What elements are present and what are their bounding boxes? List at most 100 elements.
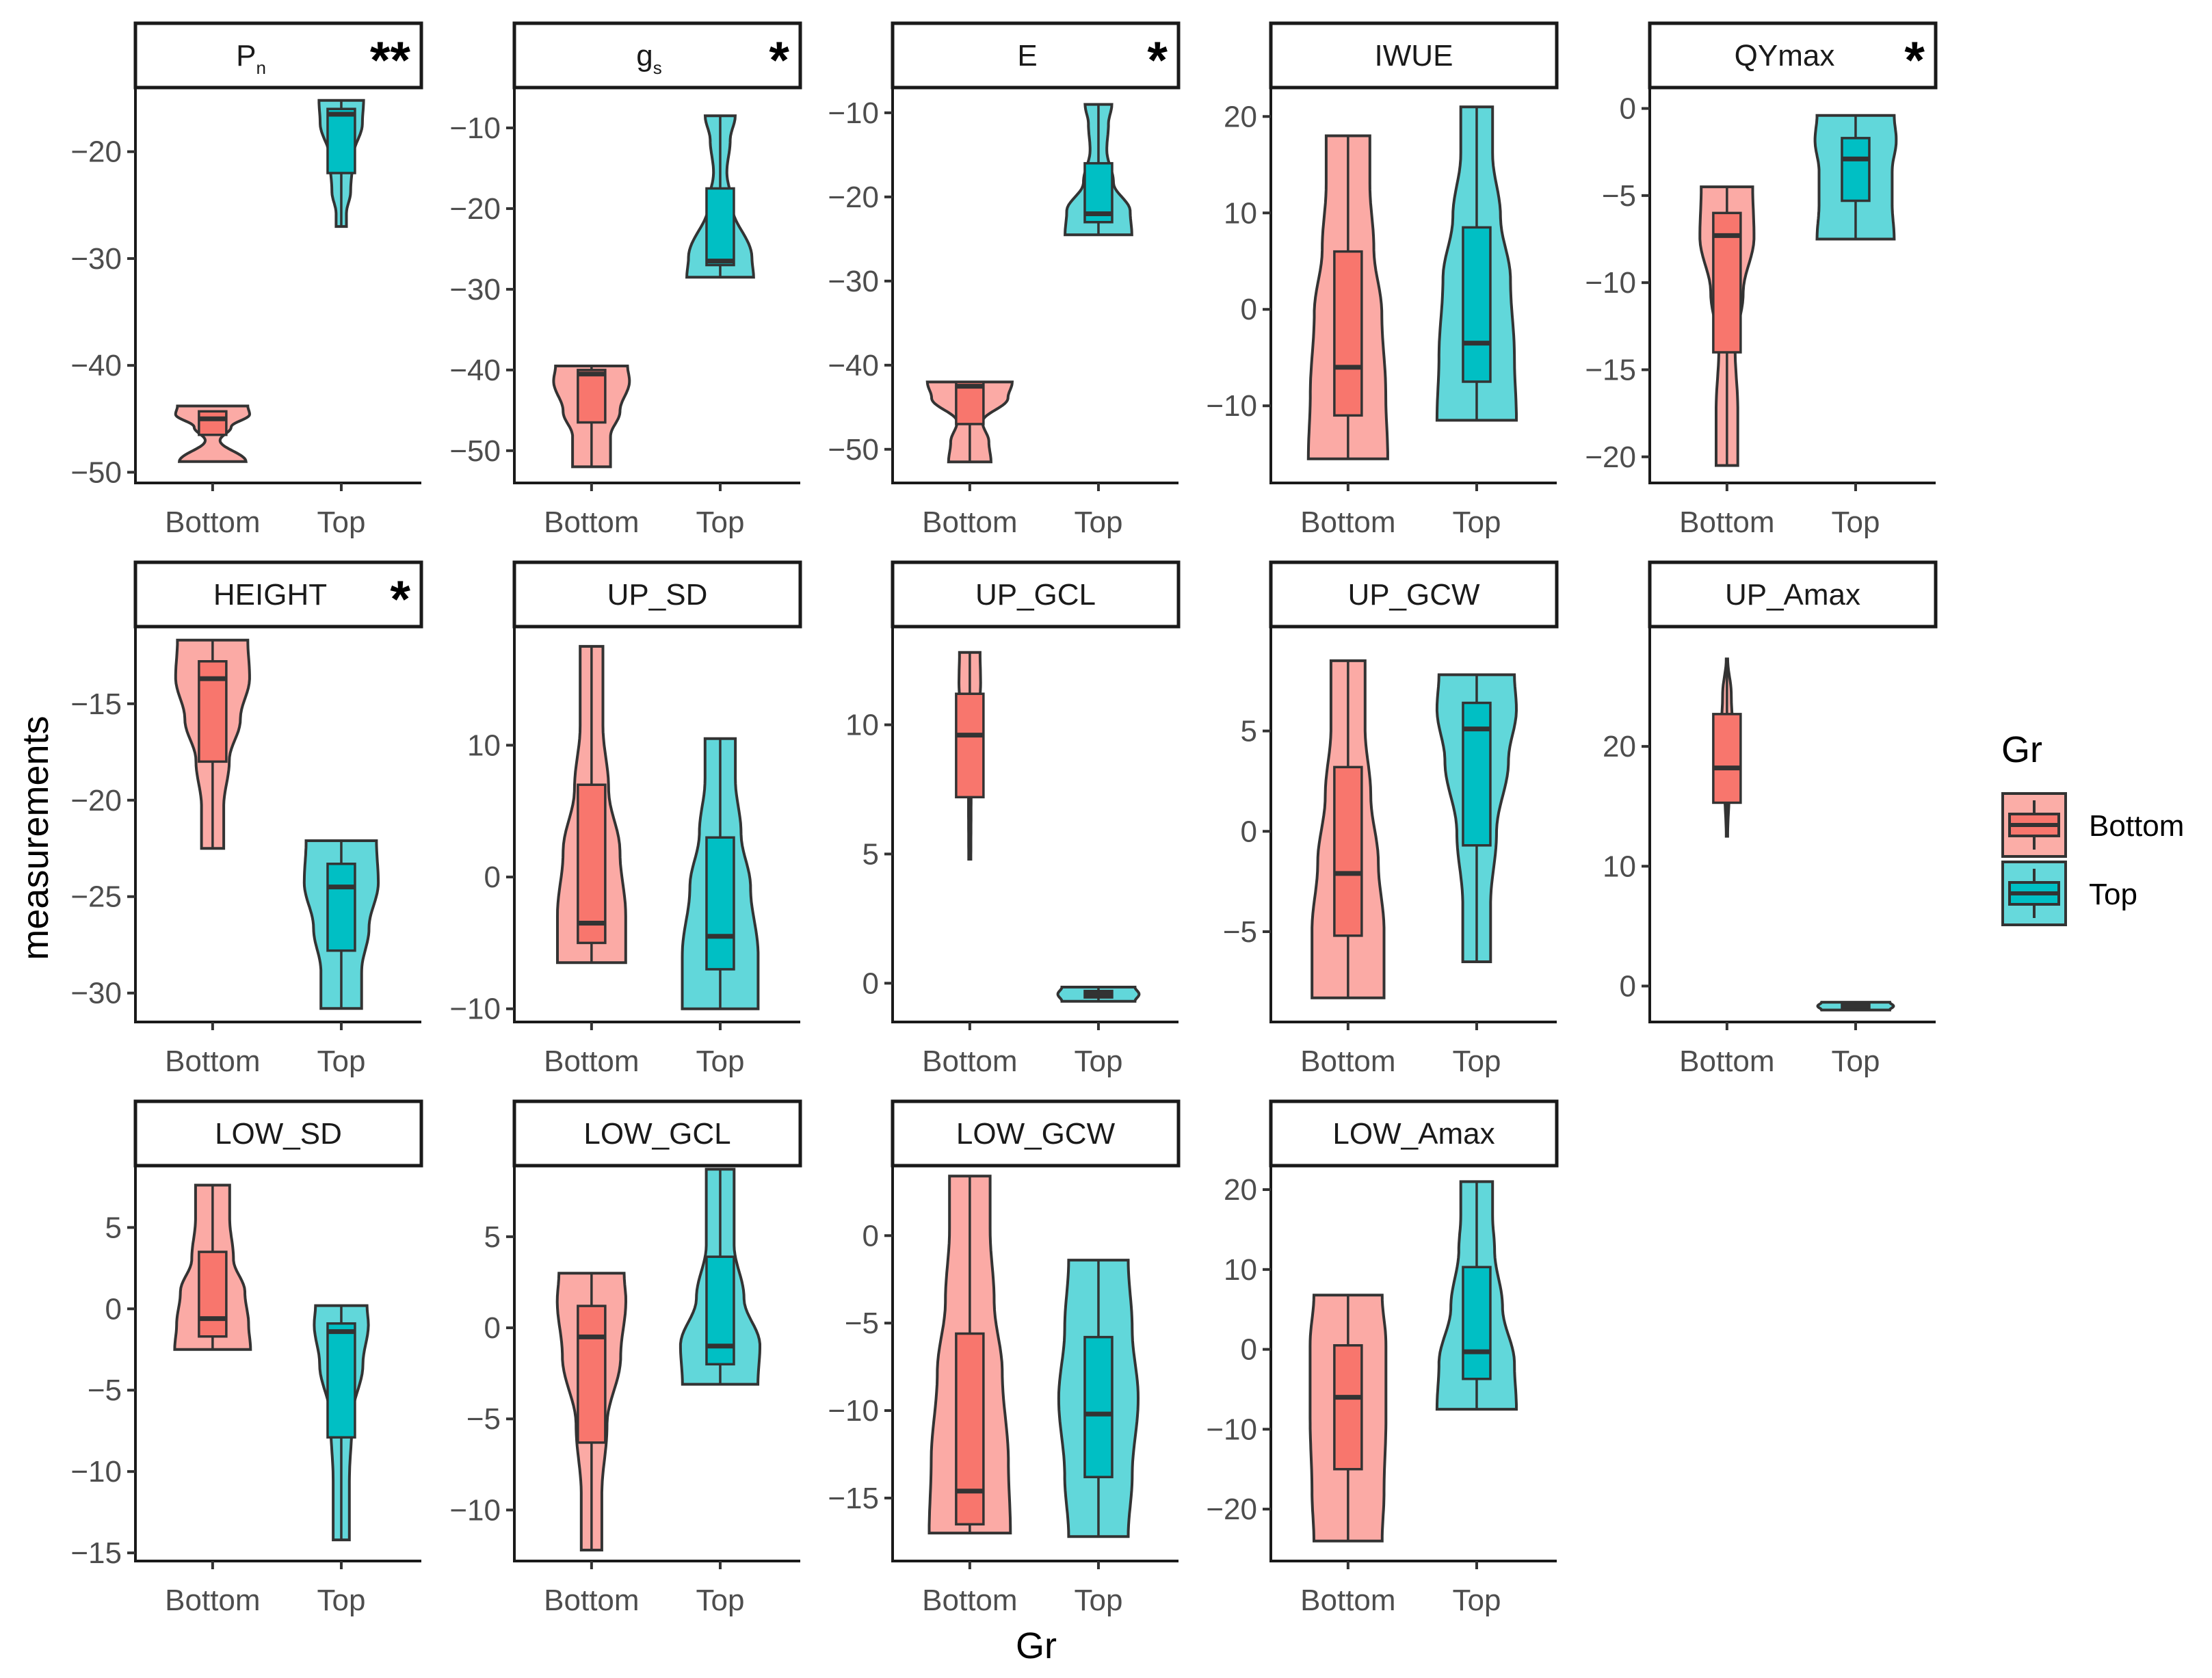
legend-key-top	[2001, 861, 2067, 926]
x-tick-label: Top	[1074, 506, 1122, 539]
y-tick-label: −10	[449, 112, 501, 145]
x-tick-label: Top	[1831, 506, 1880, 539]
y-tick-label: 5	[484, 1220, 501, 1254]
significance-stars: *	[769, 31, 789, 90]
panel-strip	[512, 560, 802, 629]
x-tick-label: Bottom	[1679, 506, 1774, 539]
x-tick-label: Top	[696, 506, 744, 539]
x-tick-label: Bottom	[165, 1584, 260, 1617]
box-top	[1462, 1266, 1492, 1380]
y-tick-label: 20	[1224, 100, 1257, 133]
y-tick-label: −15	[1585, 353, 1636, 386]
y-tick-label: −5	[1223, 915, 1257, 949]
x-tick-label: Bottom	[1679, 1045, 1774, 1078]
y-tick-label: −20	[1206, 1493, 1257, 1526]
box-bottom	[198, 1250, 228, 1338]
panel-title: QYmax	[1735, 39, 1835, 73]
box-top	[326, 863, 356, 952]
panel-title: HEIGHT	[213, 578, 327, 612]
y-tick-label: 10	[1224, 1253, 1257, 1287]
box-bottom	[955, 1332, 985, 1526]
box-bottom	[1712, 713, 1742, 804]
x-tick-label: Bottom	[544, 1584, 639, 1617]
y-tick-label: 5	[105, 1211, 122, 1244]
significance-stars: *	[1904, 31, 1925, 90]
x-tick-label: Top	[1074, 1045, 1122, 1078]
y-tick-label: 0	[484, 1311, 501, 1345]
y-tick-label: 0	[1241, 815, 1257, 848]
x-tick-label: Bottom	[1300, 1584, 1395, 1617]
x-tick-label: Top	[317, 506, 365, 539]
y-tick-label: −10	[828, 1394, 879, 1428]
y-tick-label: −15	[70, 687, 122, 721]
box-top	[705, 836, 735, 971]
box-bottom	[577, 369, 607, 424]
y-tick-label: −20	[1585, 441, 1636, 474]
y-tick-label: −20	[828, 181, 879, 214]
panel-title: IWUE	[1375, 39, 1453, 73]
panel-strip	[1269, 1099, 1559, 1168]
y-tick-label: 0	[484, 861, 501, 894]
y-tick-label: −20	[70, 135, 122, 169]
legend-label-top: Top	[2089, 878, 2137, 911]
y-tick-label: −20	[70, 784, 122, 817]
x-tick-label: Top	[1452, 506, 1501, 539]
y-tick-label: 10	[1224, 196, 1257, 230]
y-tick-label: −5	[1602, 179, 1636, 213]
box-top	[1462, 701, 1492, 847]
y-tick-label: 0	[1620, 92, 1636, 126]
y-tick-label: −5	[466, 1402, 501, 1436]
x-tick-label: Bottom	[165, 1045, 260, 1078]
y-tick-label: −40	[828, 349, 879, 382]
y-tick-label: −20	[449, 192, 501, 226]
y-tick-label: −10	[449, 1493, 501, 1527]
y-tick-label: −30	[70, 977, 122, 1010]
y-tick-label: −40	[70, 349, 122, 382]
y-tick-label: −5	[88, 1374, 122, 1407]
legend-key-bottom	[2001, 792, 2067, 858]
panel-strip	[133, 560, 423, 629]
y-tick-label: 0	[105, 1292, 122, 1326]
x-tick-label: Bottom	[165, 506, 260, 539]
x-tick-label: Bottom	[922, 1045, 1017, 1078]
box-bottom	[1333, 1343, 1363, 1471]
y-tick-label: 10	[845, 709, 879, 742]
box-bottom	[955, 692, 985, 799]
panel-title: gs	[636, 39, 661, 78]
legend: Gr Bottom Top	[2001, 729, 2184, 926]
x-tick-label: Top	[696, 1584, 744, 1617]
y-tick-label: 0	[1241, 1333, 1257, 1367]
box-bottom	[955, 380, 985, 425]
panel-strip	[133, 21, 423, 90]
y-tick-label: −40	[449, 354, 501, 387]
panel-title: UP_Amax	[1725, 578, 1860, 612]
y-tick-label: 0	[863, 1219, 879, 1253]
x-tick-label: Top	[696, 1045, 744, 1078]
x-tick-label: Bottom	[922, 1584, 1017, 1617]
x-tick-label: Bottom	[544, 506, 639, 539]
significance-stars: *	[1147, 31, 1168, 90]
box-bottom	[1333, 765, 1363, 937]
y-tick-label: −10	[828, 96, 879, 130]
y-tick-label: −15	[70, 1536, 122, 1570]
y-tick-label: −30	[449, 273, 501, 306]
panel-title: UP_SD	[607, 578, 708, 612]
y-tick-label: −25	[70, 880, 122, 914]
significance-stars: **	[370, 31, 411, 90]
y-tick-label: 0	[1241, 293, 1257, 326]
panel-title: E	[1017, 39, 1037, 73]
box-bottom	[198, 410, 228, 436]
panel-strip	[891, 1099, 1181, 1168]
panel-strip	[512, 1099, 802, 1168]
y-tick-label: −50	[828, 433, 879, 467]
y-tick-label: −50	[449, 434, 501, 468]
box-top	[705, 187, 735, 267]
y-tick-label: −5	[845, 1307, 879, 1340]
x-tick-label: Bottom	[1300, 1045, 1395, 1078]
